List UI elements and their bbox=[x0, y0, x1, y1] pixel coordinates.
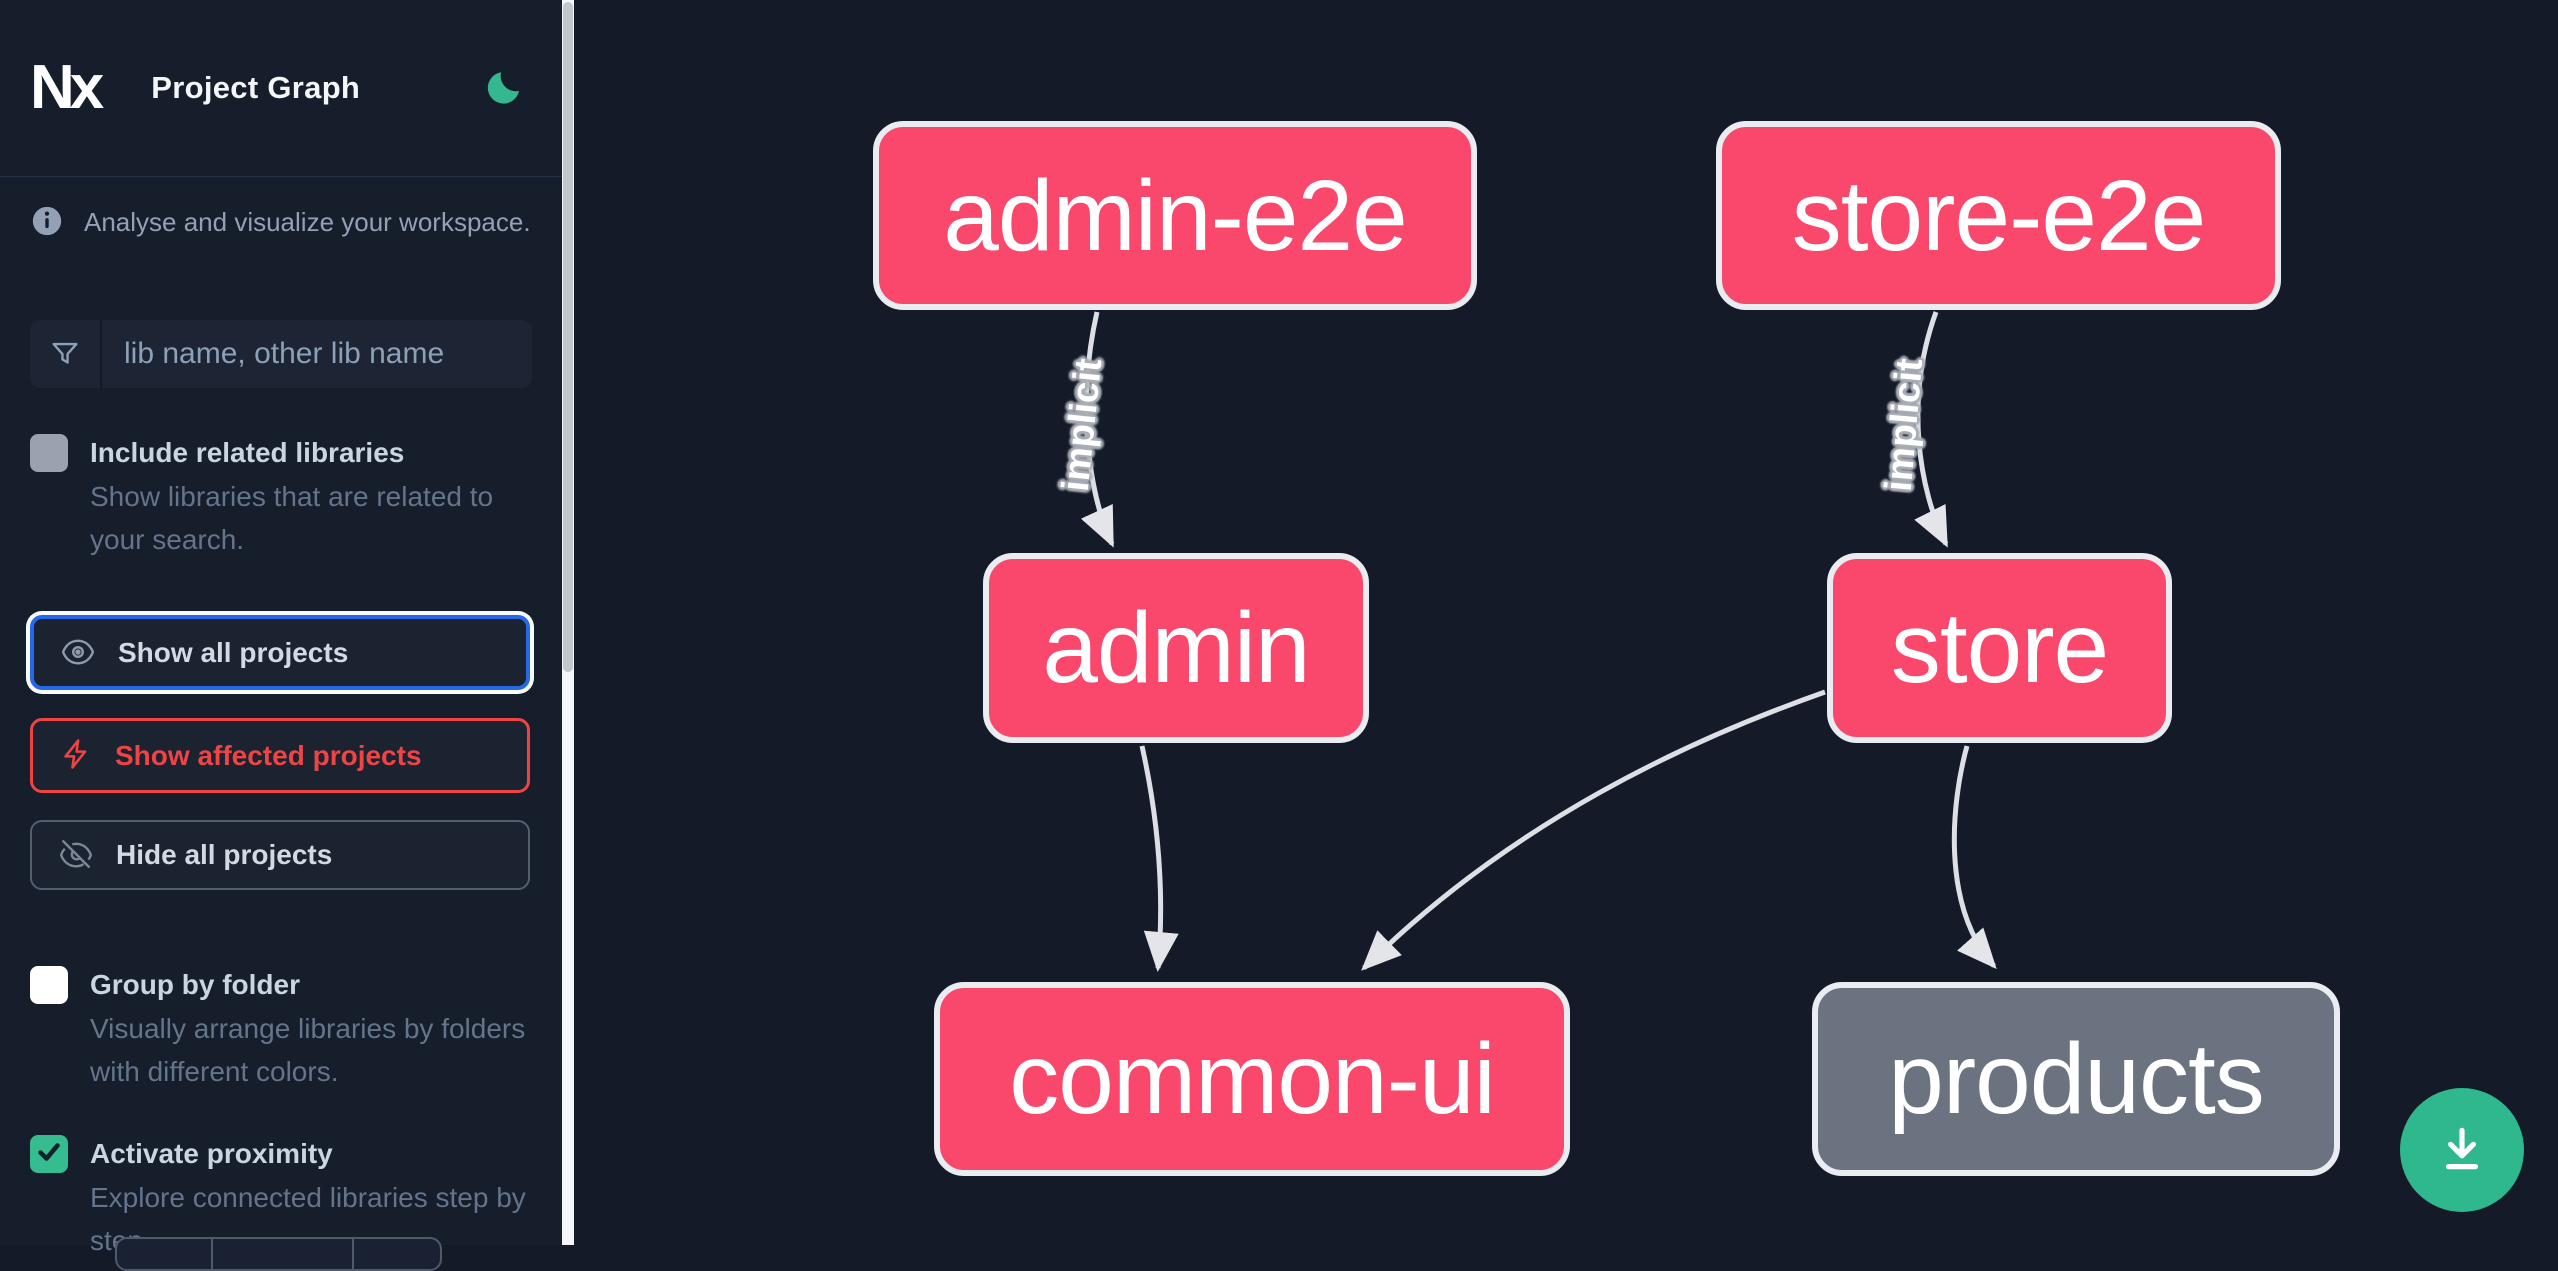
button-label: Hide all projects bbox=[116, 839, 333, 870]
toggle-label: Activate proximity bbox=[90, 1138, 333, 1169]
edge-store-to-products bbox=[1951, 745, 1997, 969]
graph-node-products[interactable]: products bbox=[1812, 982, 2340, 1176]
sidebar-header: Nx Project Graph bbox=[0, 0, 562, 177]
funnel-icon bbox=[30, 320, 102, 388]
group-by-folder-checkbox[interactable] bbox=[30, 966, 68, 1004]
nx-logo: Nx bbox=[30, 53, 104, 122]
theme-toggle-button[interactable] bbox=[482, 66, 526, 110]
activate-proximity-checkbox[interactable] bbox=[30, 1135, 68, 1173]
edge-admin-to-common-ui bbox=[1139, 745, 1179, 972]
filter-searchbox bbox=[30, 320, 532, 388]
bolt-icon bbox=[59, 737, 93, 774]
toggle-description: Show libraries that are related to your … bbox=[90, 481, 494, 555]
sidebar: Nx Project Graph Analyse and visualize y… bbox=[0, 0, 562, 1271]
page-title: Project Graph bbox=[151, 70, 361, 105]
workspace-tagline: Analyse and visualize your workspace. bbox=[30, 204, 532, 243]
segment-divider bbox=[352, 1239, 354, 1269]
hide-all-projects-button[interactable]: Hide all projects bbox=[30, 820, 530, 890]
graph-node-store-e2e[interactable]: store-e2e bbox=[1716, 121, 2281, 310]
toggle-description: Visually arrange libraries by folders wi… bbox=[90, 1013, 526, 1087]
graph-node-admin[interactable]: admin bbox=[983, 553, 1369, 743]
proximity-depth-control[interactable] bbox=[115, 1237, 442, 1271]
graph-node-common-ui[interactable]: common-ui bbox=[934, 982, 1570, 1176]
eye-off-icon bbox=[58, 836, 94, 875]
info-icon bbox=[30, 204, 64, 243]
search-input[interactable] bbox=[102, 320, 532, 388]
group-by-folder-toggle: Group by folder Visually arrange librari… bbox=[30, 964, 532, 1093]
graph-node-store[interactable]: store bbox=[1827, 553, 2172, 743]
show-all-projects-button[interactable]: Show all projects bbox=[30, 615, 530, 690]
eye-icon bbox=[60, 633, 96, 672]
sidebar-scrollbar[interactable] bbox=[562, 0, 574, 1245]
download-graph-button[interactable] bbox=[2400, 1088, 2524, 1212]
button-label: Show affected projects bbox=[115, 739, 422, 771]
segment-divider bbox=[211, 1239, 213, 1269]
show-affected-projects-button[interactable]: Show affected projects bbox=[30, 718, 530, 793]
edges-layer bbox=[1081, 311, 1997, 972]
edge-store-to-common-ui bbox=[1361, 689, 1826, 971]
toggle-label: Group by folder bbox=[90, 969, 300, 1000]
toggle-label: Include related libraries bbox=[90, 437, 405, 468]
edge-admin-e2e-to-admin bbox=[1081, 311, 1115, 548]
tagline-text: Analyse and visualize your workspace. bbox=[84, 207, 531, 237]
checkmark-icon bbox=[34, 1137, 64, 1172]
include-related-checkbox[interactable] bbox=[30, 434, 68, 472]
scrollbar-thumb[interactable] bbox=[563, 2, 573, 672]
include-related-toggle: Include related libraries Show libraries… bbox=[30, 432, 532, 561]
download-icon bbox=[2434, 1121, 2490, 1180]
moon-icon bbox=[482, 72, 526, 113]
edge-store-e2e-to-store bbox=[1914, 311, 1949, 548]
button-label: Show all projects bbox=[118, 636, 349, 668]
graph-node-admin-e2e[interactable]: admin-e2e bbox=[873, 121, 1477, 310]
